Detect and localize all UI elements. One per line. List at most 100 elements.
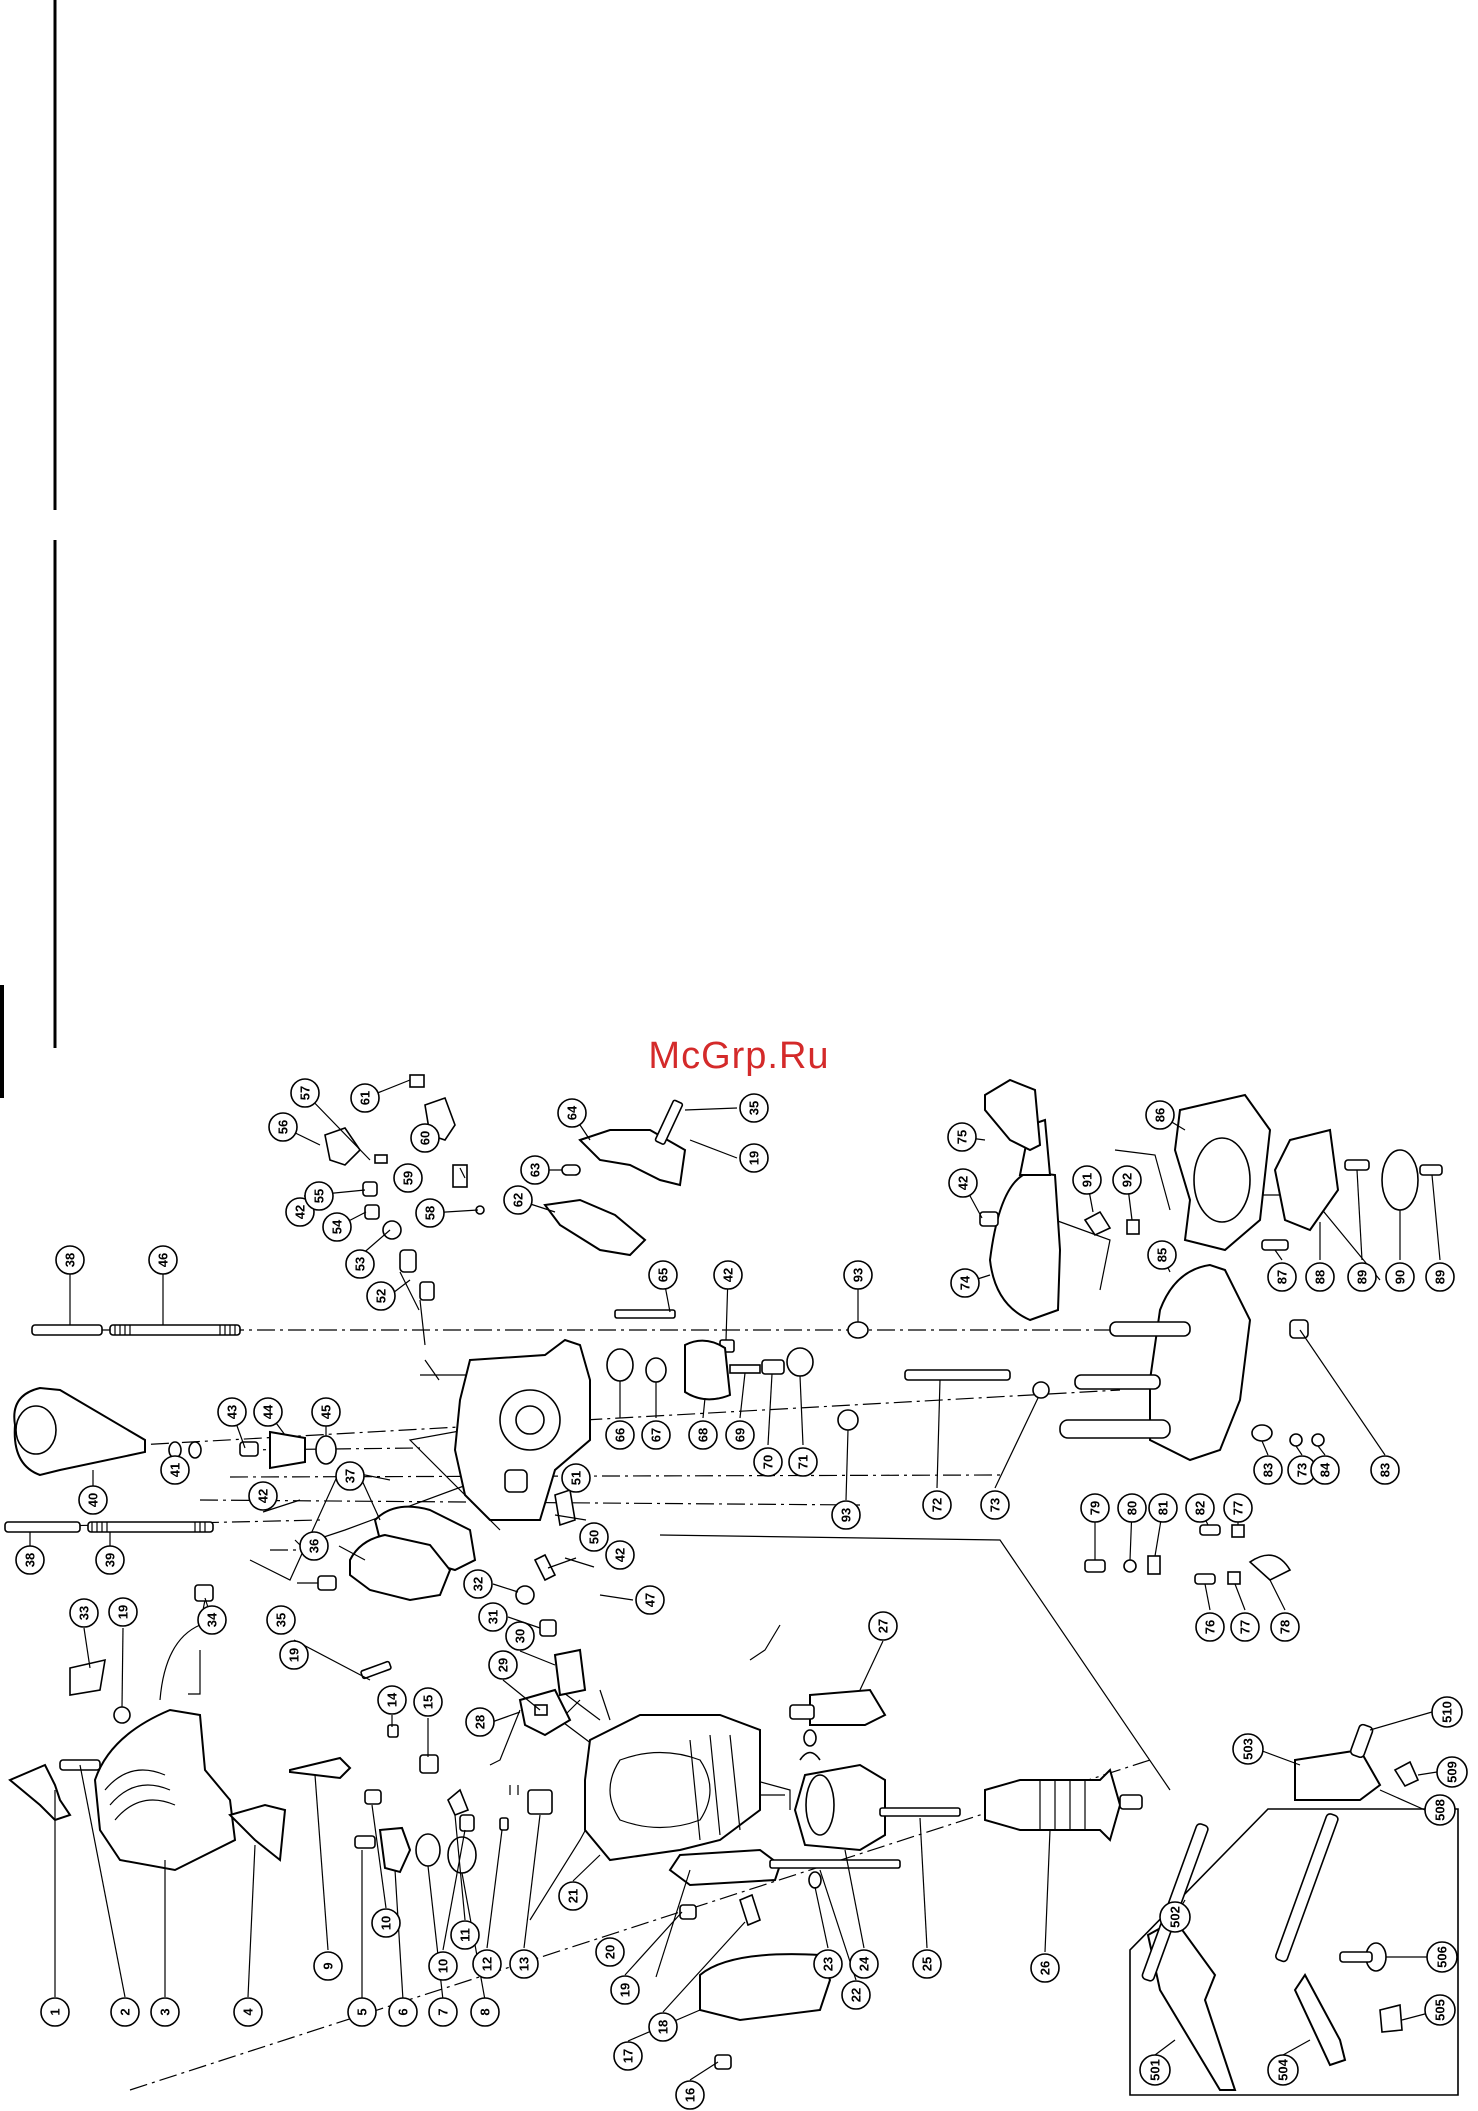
callout-44: 44 [253,1397,283,1427]
assembly-leaders [159,1149,1381,1921]
callout-77a: 77 [1230,1612,1260,1642]
callout-number: 77 [1231,1501,1246,1515]
callout-circle [313,1951,343,1981]
callout-60: 60 [410,1123,440,1153]
callout-circle [725,1420,755,1450]
callout-number: 67 [649,1428,664,1442]
callout-27: 27 [868,1611,898,1641]
callout-circle [488,1650,518,1680]
callout-63: 63 [520,1155,550,1185]
callout-number: 93 [839,1508,854,1522]
callout-79: 79 [1080,1493,1110,1523]
callout-83a: 83 [1253,1455,1283,1485]
callout-number: 501 [1148,2059,1163,2081]
callout-number: 71 [796,1455,811,1469]
callout-circle [1305,1262,1335,1292]
callout-circle [558,1881,588,1911]
callout-52: 52 [366,1281,396,1311]
callout-circle [1185,1493,1215,1523]
callout-19a: 19 [610,1975,640,2005]
callout-circle [377,1685,407,1715]
callout-59: 59 [393,1163,423,1193]
callout-number: 16 [683,2088,698,2102]
callout-circle [311,1397,341,1427]
callout-80: 80 [1117,1493,1147,1523]
callout-number: 18 [656,2020,671,2034]
callout-circle [1424,1994,1456,2026]
callout-circle [248,1481,278,1511]
callout-number: 78 [1278,1620,1293,1634]
callout-number: 3 [158,2008,173,2015]
callout-number: 80 [1125,1501,1140,1515]
callout-number: 37 [343,1469,358,1483]
callout-number: 23 [821,1957,836,1971]
callout-4: 4 [233,1997,263,2027]
callout-number: 25 [920,1957,935,1971]
callout-number: 7 [436,2008,451,2015]
callout-number: 6 [396,2008,411,2015]
callout-number: 45 [319,1405,334,1419]
callout-number: 68 [696,1428,711,1442]
callout-70: 70 [753,1447,783,1477]
callout-32: 32 [463,1569,493,1599]
callout-circle [285,1197,315,1227]
callout-17: 17 [613,2041,643,2071]
callout-circle [1253,1455,1283,1485]
callout-89b: 89 [1425,1262,1455,1292]
callout-30: 30 [505,1621,535,1651]
callout-number: 35 [274,1613,289,1627]
callout-circle [1230,1612,1260,1642]
callout-circle [1424,1794,1456,1826]
callout-circle [520,1155,550,1185]
callout-number: 503 [1241,1738,1256,1760]
callout-circle [1147,1240,1177,1270]
callout-number: 74 [958,1275,973,1290]
callout-number: 19 [618,1983,633,1997]
callout-82: 82 [1185,1493,1215,1523]
callout-number: 82 [1193,1501,1208,1515]
callout-number: 17 [621,2049,636,2063]
callout-58: 58 [415,1198,445,1228]
callout-circle [561,1463,591,1493]
callout-38b: 38 [15,1545,45,1575]
callout-87: 87 [1267,1262,1297,1292]
callout-66: 66 [605,1420,635,1450]
callout-circle [410,1123,440,1153]
callout-number: 70 [761,1455,776,1469]
callout-circle [605,1540,635,1570]
callout-number: 40 [86,1493,101,1507]
callout-19b: 19 [108,1597,138,1627]
callout-number: 38 [23,1553,38,1567]
callout-circle [841,1980,871,2010]
callout-number: 2 [118,2008,133,2015]
callout-number: 56 [276,1120,291,1134]
callout-6: 6 [388,1997,418,2027]
callout-circle [1267,2054,1299,2086]
callout-circle [843,1260,873,1290]
callout-number: 77 [1238,1620,1253,1634]
callout-number: 88 [1313,1270,1328,1284]
callout-circle [688,1420,718,1450]
callout-90: 90 [1385,1262,1415,1292]
callout-number: 73 [988,1498,1003,1512]
callout-circle [868,1611,898,1641]
callout-circle [579,1522,609,1552]
callout-circle [371,1908,401,1938]
callout-circle [595,1937,625,1967]
callout-circle [557,1098,587,1128]
callout-56: 56 [268,1112,298,1142]
callout-number: 93 [851,1268,866,1282]
callout-42c: 42 [248,1481,278,1511]
callout-31: 31 [478,1602,508,1632]
callout-29: 29 [488,1650,518,1680]
callout-circle [345,1249,375,1279]
callout-circle [1195,1612,1225,1642]
callout-circle [268,1112,298,1142]
callout-93a: 93 [843,1260,873,1290]
callout-number: 85 [1155,1248,1170,1262]
callout-57: 57 [290,1078,320,1108]
callout-circle [393,1163,423,1193]
callout-circle [388,1997,418,2027]
callout-number: 504 [1276,2058,1291,2080]
